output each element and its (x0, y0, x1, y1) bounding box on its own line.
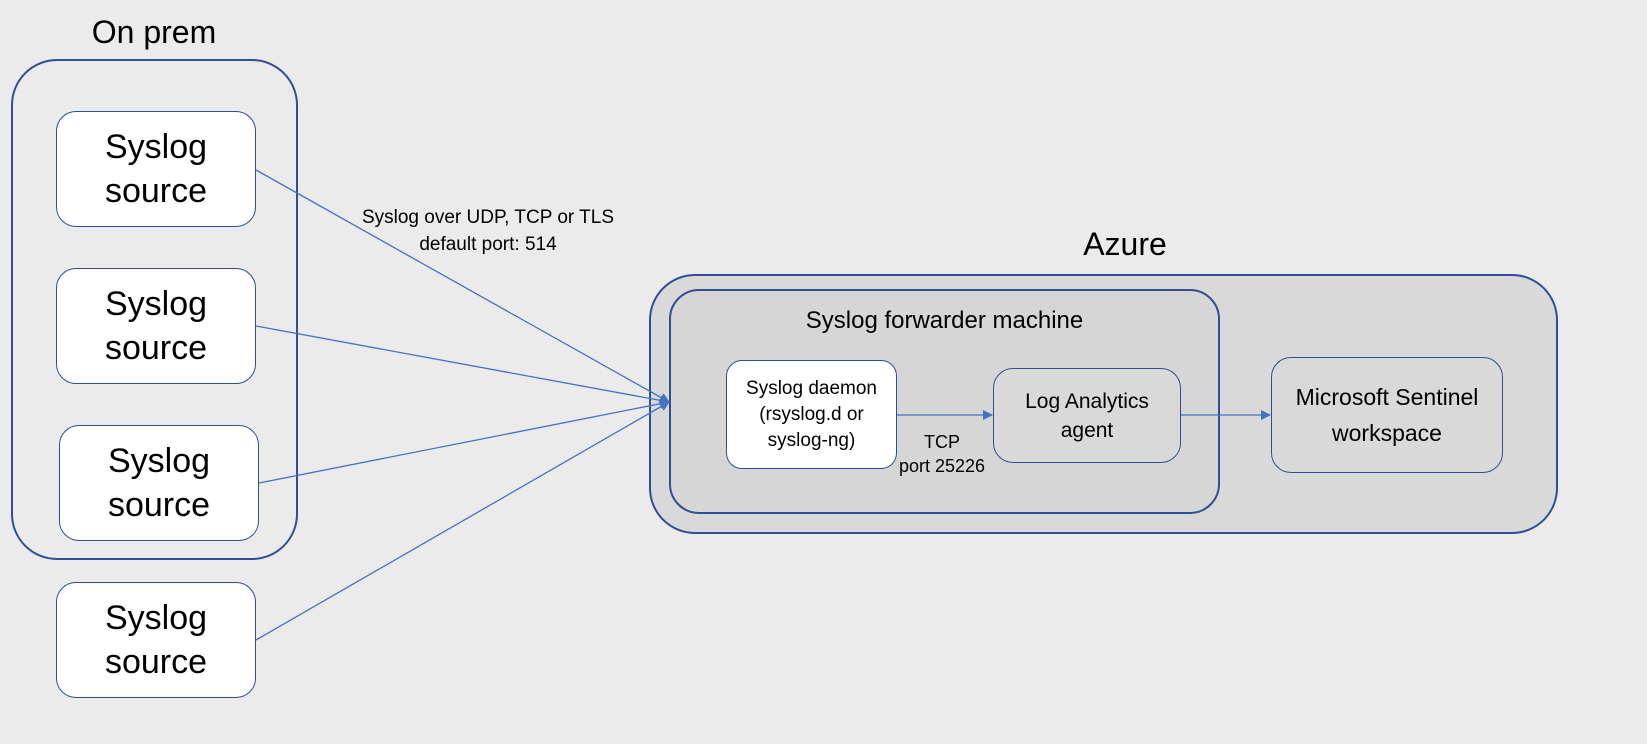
forwarder-title: Syslog forwarder machine (805, 307, 1084, 334)
on-prem-title: On prem (91, 14, 217, 50)
log-analytics-agent: Log Analytics agent (993, 368, 1181, 463)
syslog-source-3: Syslog source (59, 425, 259, 541)
azure-title: Azure (1083, 226, 1167, 262)
syslog-daemon: Syslog daemon (rsyslog.d or syslog-ng) (726, 360, 897, 469)
syslog-source-1: Syslog source (56, 111, 256, 227)
tcp-port-label: TCP port 25226 (898, 432, 986, 476)
on-prem-group (11, 59, 298, 560)
syslog-source-2: Syslog source (56, 268, 256, 384)
source-3-arrow (258, 398, 670, 484)
source-2-arrow (255, 325, 670, 406)
syslog-protocol-label: Syslog over UDP, TCP or TLS default port… (361, 207, 615, 255)
microsoft-sentinel-workspace: Microsoft Sentinel workspace (1271, 357, 1503, 473)
source-4-arrow (255, 401, 670, 641)
syslog-source-4: Syslog source (56, 582, 256, 698)
source-1-arrow (255, 169, 670, 403)
